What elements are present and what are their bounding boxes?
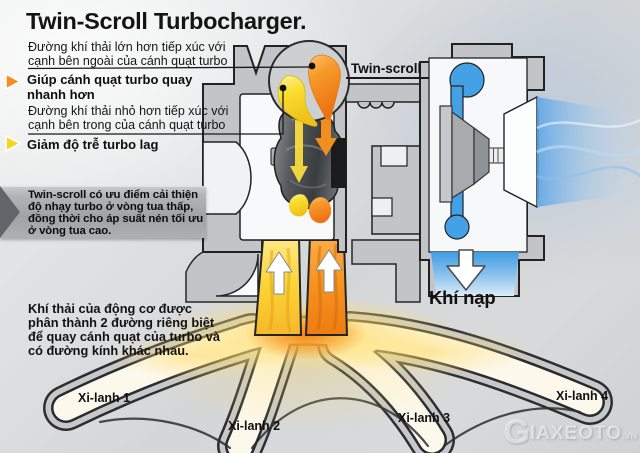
callout-outer-scroll: Đường khí thải lớn hơn tiếp xúc với cạnh… [28, 40, 228, 68]
bearing-housing [345, 83, 421, 235]
cylinder-3-label: Xi-lanh 3 [398, 411, 451, 425]
banner-chevron-icon [0, 186, 20, 238]
cylinder-4-label: Xi-lanh 4 [556, 389, 609, 403]
watermark-suffix: .VN [621, 431, 637, 441]
compressor-wheel [439, 105, 512, 203]
watermark-name: IAXEOTO [529, 423, 622, 444]
benefit-note-spin: Giúp cánh quạt turbo quay nhanh hơn [27, 72, 193, 102]
up-arrow-icon [315, 249, 343, 293]
exhaust-channels [253, 234, 349, 336]
watermark-logo: GIAXEOTO.VN [503, 413, 637, 452]
scroll-circle [268, 40, 350, 127]
engine-exhaust-note: Khí thải của động cơ được phân thành 2 đ… [28, 301, 220, 358]
intake-label: Khí nạp [429, 287, 496, 308]
up-arrow-icon [265, 251, 293, 295]
page-title: Twin-Scroll Turbocharger. [26, 8, 307, 34]
cylinder-2-label: Xi-lanh 2 [228, 419, 281, 433]
benefit-note-lag: Giảm độ trễ turbo lag [27, 137, 159, 152]
summary-banner: Twin-scroll có ưu điểm cải thiện độ nhạy… [0, 186, 206, 238]
small-scroll-drop [277, 75, 318, 127]
cylinder-1-label: Xi-lanh 1 [78, 391, 131, 405]
summary-banner-text: Twin-scroll có ưu điểm cải thiện độ nhạy… [28, 189, 204, 237]
callout-connector-lines [27, 66, 429, 135]
yellow-triangle-icon [5, 135, 21, 152]
exhaust-manifold [43, 296, 613, 453]
callout-inner-scroll: Đường khí thải nhỏ hơn tiếp xúc với cạnh… [28, 104, 229, 132]
turbine-wheel [270, 92, 346, 224]
exhaust-drip-large [308, 197, 332, 224]
twin-scroll-label: Twin-scroll [351, 61, 422, 76]
large-scroll-drop [308, 54, 341, 121]
air-stream [536, 97, 640, 207]
orange-triangle-icon [5, 73, 21, 90]
intake-arrow-icon [446, 249, 486, 291]
exhaust-drip-small [289, 194, 309, 217]
watermark-initial: G [503, 413, 530, 451]
compressor-housing [419, 43, 640, 297]
floor-structure [185, 239, 421, 303]
